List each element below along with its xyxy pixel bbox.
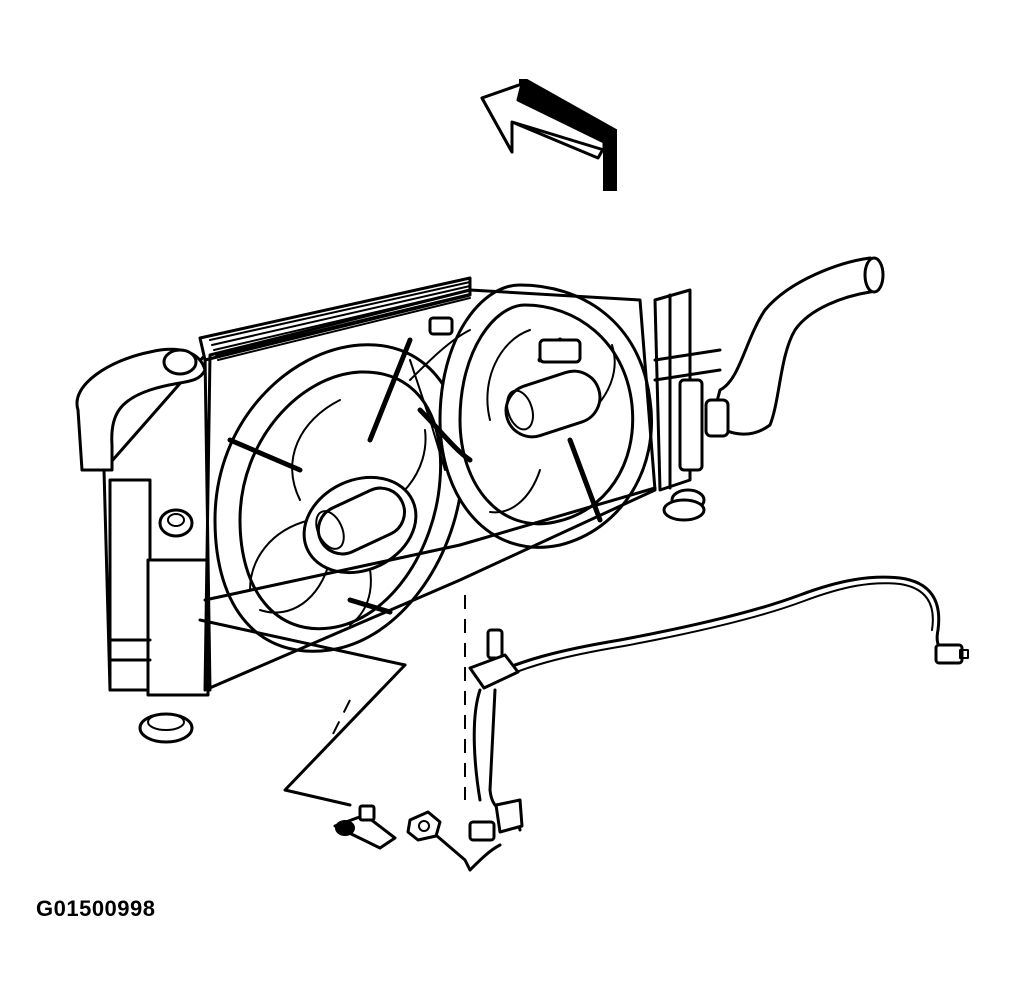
radiator-mounting-feet (138, 498, 706, 744)
mounting-bolt-icon (406, 810, 442, 842)
coolant-temperature-sensor (333, 804, 397, 850)
harness-connector-right (934, 643, 969, 665)
figure-id-label: G01500998 (36, 896, 156, 921)
radiator-cap (158, 508, 194, 538)
fan-wiring-harness (409, 316, 582, 471)
radiator-hose-right (704, 256, 885, 438)
harness-clip-upper (468, 628, 520, 690)
harness-clip-lower (468, 798, 524, 842)
right-cooling-fan (438, 283, 653, 549)
upper-radiator-hose-left (75, 347, 207, 472)
direction-arrow-icon (480, 79, 617, 191)
sensor-location-callout (198, 595, 466, 807)
left-cooling-fan (213, 337, 465, 653)
fan-shroud-frame (203, 288, 657, 692)
